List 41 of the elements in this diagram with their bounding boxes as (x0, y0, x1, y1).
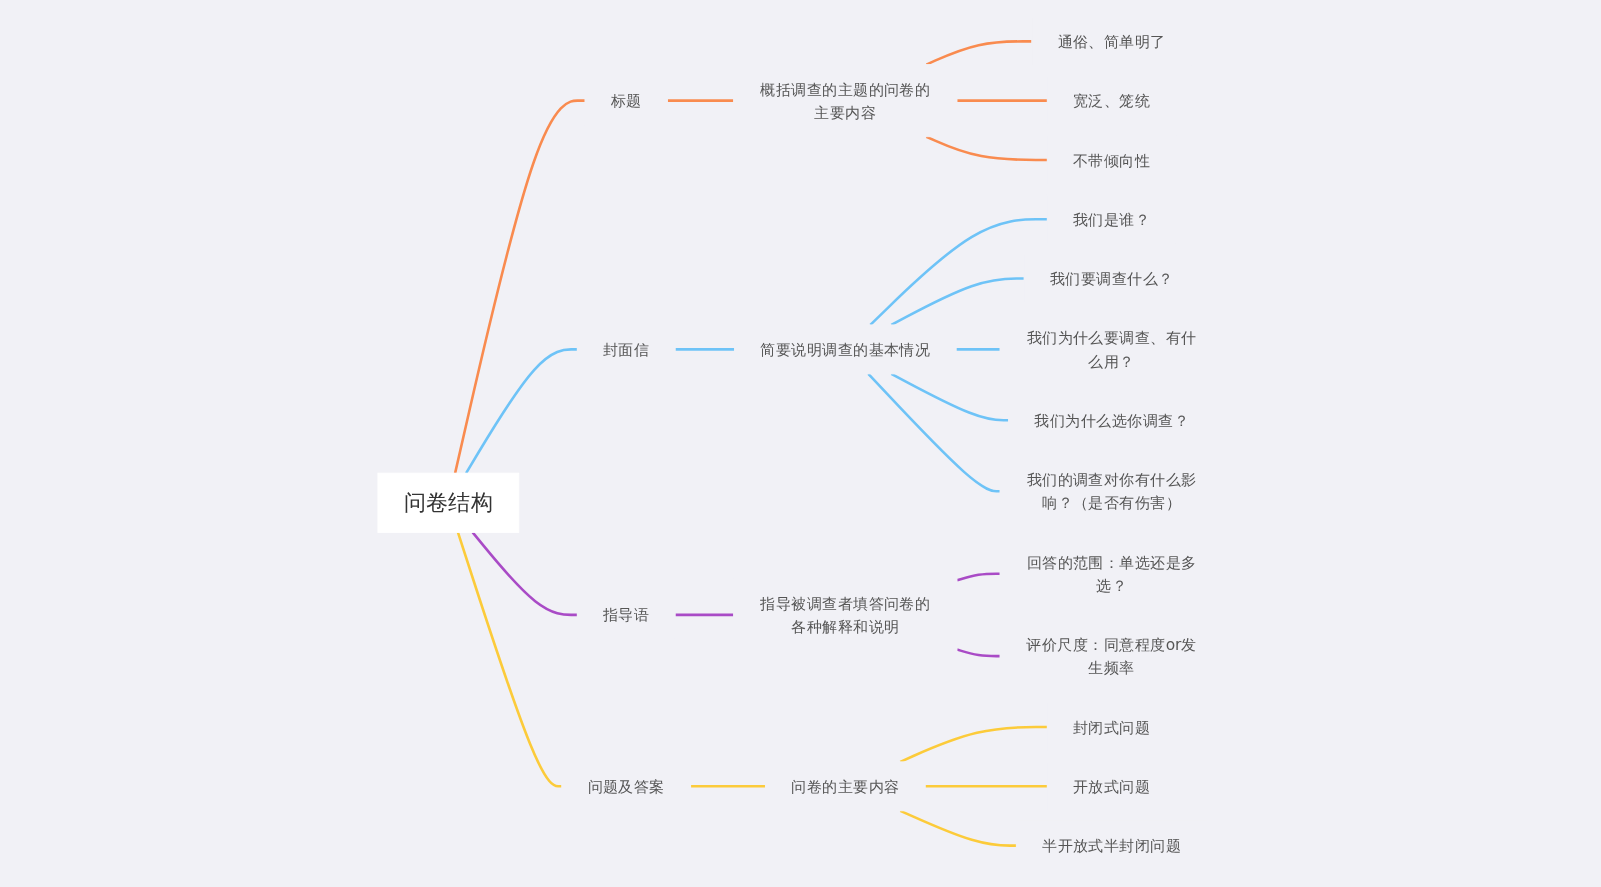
node-text: 我们为什么选你调查？ (1034, 411, 1189, 430)
node-text: 封闭式问题 (1072, 718, 1151, 737)
connector (925, 40, 1032, 66)
connector (890, 372, 1009, 422)
node-text: 指导语 (602, 605, 650, 624)
node-text: 问卷的主要内容 (791, 777, 900, 796)
node-text: 问题及答案 (587, 777, 665, 796)
node-text: 不带倾向性 (1072, 150, 1151, 169)
connector (956, 348, 1000, 351)
connector (453, 99, 585, 474)
node-text: 指导被调查者填答问卷的各种解释和说明 (760, 594, 931, 636)
connector (899, 809, 1017, 847)
node-text: 通俗、简单明了 (1057, 32, 1166, 51)
node-text: 我们是谁？ (1072, 210, 1151, 229)
connector (456, 532, 562, 788)
node-text: 评价尺度：同意程度or发生频率 (1026, 635, 1197, 677)
node-text: 回答的范围：单选还是多选？ (1026, 553, 1197, 595)
node-text: 我们为什么要调查、有什么用？ (1026, 328, 1197, 371)
node-text: 宽泛、笼统 (1072, 91, 1151, 110)
connector (690, 785, 766, 788)
node-text: 概括调查的主题的问卷的主要内容 (760, 80, 931, 122)
node-text: 我们的调查对你有什么影响？（是否有伤害） (1026, 470, 1197, 512)
node-text: 开放式问题 (1072, 777, 1151, 796)
connector (956, 99, 1048, 102)
connector (867, 373, 1000, 493)
connector (925, 785, 1048, 788)
node-text: 我们要调查什么？ (1049, 269, 1174, 288)
connector (675, 348, 735, 351)
node-box: 问卷结构 (377, 472, 520, 533)
node-text: 封面信 (602, 340, 650, 359)
connector (471, 531, 578, 617)
connector (956, 648, 1000, 658)
connector (675, 613, 734, 617)
connector (667, 99, 734, 102)
node-text: 标题 (610, 91, 642, 110)
connector (464, 348, 578, 474)
node-text: 半开放式半封闭问题 (1041, 836, 1182, 855)
connector (925, 135, 1048, 162)
node-text: 简要说明调查的基本情况 (760, 340, 931, 359)
connector (869, 217, 1048, 326)
connector (956, 572, 1000, 582)
